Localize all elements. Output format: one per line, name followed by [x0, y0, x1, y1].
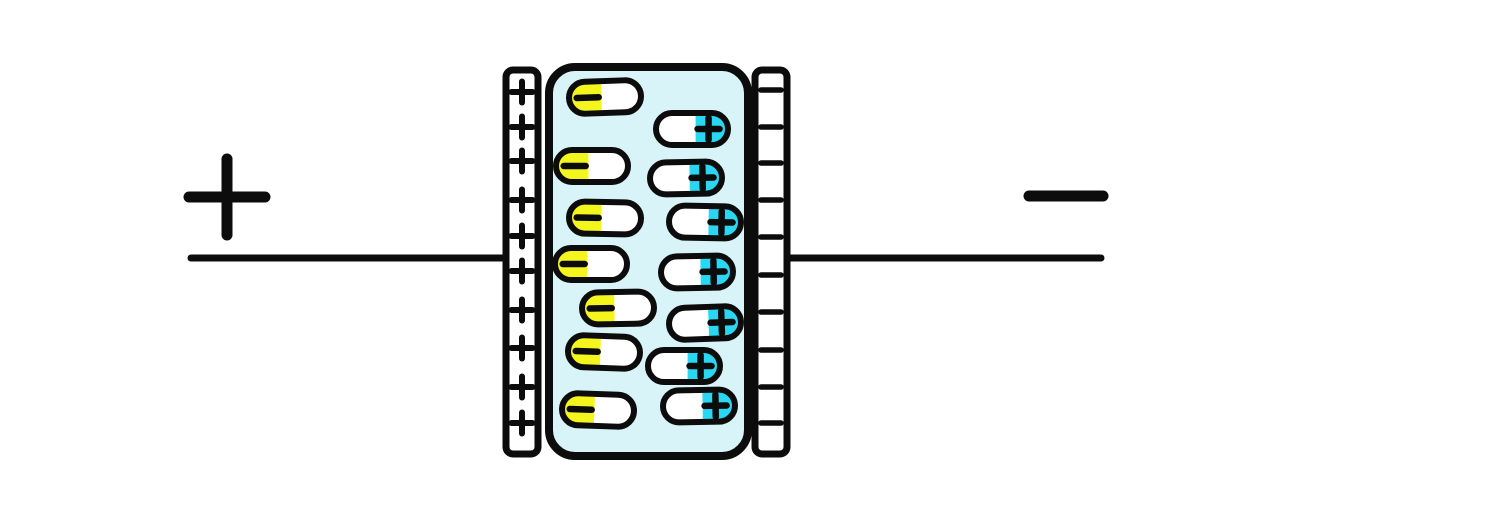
positive-plate-charge-symbol — [508, 147, 536, 175]
molecule-outline — [566, 198, 644, 238]
molecule-outline — [552, 245, 630, 283]
dipole-negative-end-molecule — [579, 288, 657, 328]
dipole-molecules — [552, 77, 744, 430]
positive-plate-charge-symbol — [508, 186, 536, 214]
positive-plate-charge-symbol — [508, 373, 536, 401]
dipole-negative-end-molecule — [559, 390, 637, 430]
plus-charge-icon — [699, 257, 728, 286]
dipole-negative-end-molecule — [566, 198, 644, 238]
positive-plate-charge-symbol — [508, 409, 536, 437]
dipole-negative-end-molecule — [553, 147, 631, 185]
molecule-outline — [559, 390, 637, 430]
molecule-outline — [553, 147, 631, 185]
molecule-outline — [565, 332, 643, 372]
negative-plate-body — [751, 66, 791, 458]
plus-charge-icon — [701, 391, 730, 420]
dipole-positive-end-molecule — [647, 158, 725, 198]
positive-plate-charge-symbol — [508, 296, 536, 324]
minus-charge-icon — [573, 93, 602, 102]
plus-terminal-icon — [183, 153, 271, 241]
minus-charge-icon — [566, 405, 595, 414]
molecule-outline — [645, 347, 723, 385]
positive-plate-charge-symbol — [508, 334, 536, 362]
dipole-positive-end-molecule — [660, 386, 738, 426]
plus-charge-icon — [707, 308, 736, 337]
dipole-negative-end-molecule — [552, 245, 630, 283]
molecule-outline — [658, 252, 736, 292]
positive-plate-charge-symbol — [508, 222, 536, 250]
dipole-positive-end-molecule — [653, 110, 731, 148]
molecule-outline — [660, 386, 738, 426]
minus-charge-icon — [572, 347, 601, 356]
positive-plate-charge-symbol — [508, 257, 536, 285]
molecule-outline — [579, 288, 657, 328]
molecule-outline — [653, 110, 731, 148]
dipole-positive-end-molecule — [666, 303, 744, 343]
plus-charge-icon — [707, 208, 736, 237]
positive-terminal-symbol — [183, 153, 271, 241]
negative-plate — [751, 66, 791, 458]
positive-plate — [502, 66, 542, 458]
positive-plate-charge-symbol — [508, 78, 536, 106]
dipole-positive-end-molecule — [666, 202, 744, 242]
plus-charge-icon — [688, 163, 717, 192]
dipole-positive-end-molecule — [645, 347, 723, 385]
molecule-outline — [566, 77, 644, 117]
molecule-outline — [647, 158, 725, 198]
dipole-negative-end-molecule — [565, 332, 643, 372]
dipole-negative-end-molecule — [566, 77, 644, 117]
positive-plate-charge-symbol — [508, 113, 536, 141]
plus-charge-icon — [694, 114, 723, 144]
molecule-outline — [666, 202, 744, 242]
dipole-positive-end-molecule — [658, 252, 736, 292]
molecule-outline — [666, 303, 744, 343]
plus-charge-icon — [686, 351, 715, 381]
